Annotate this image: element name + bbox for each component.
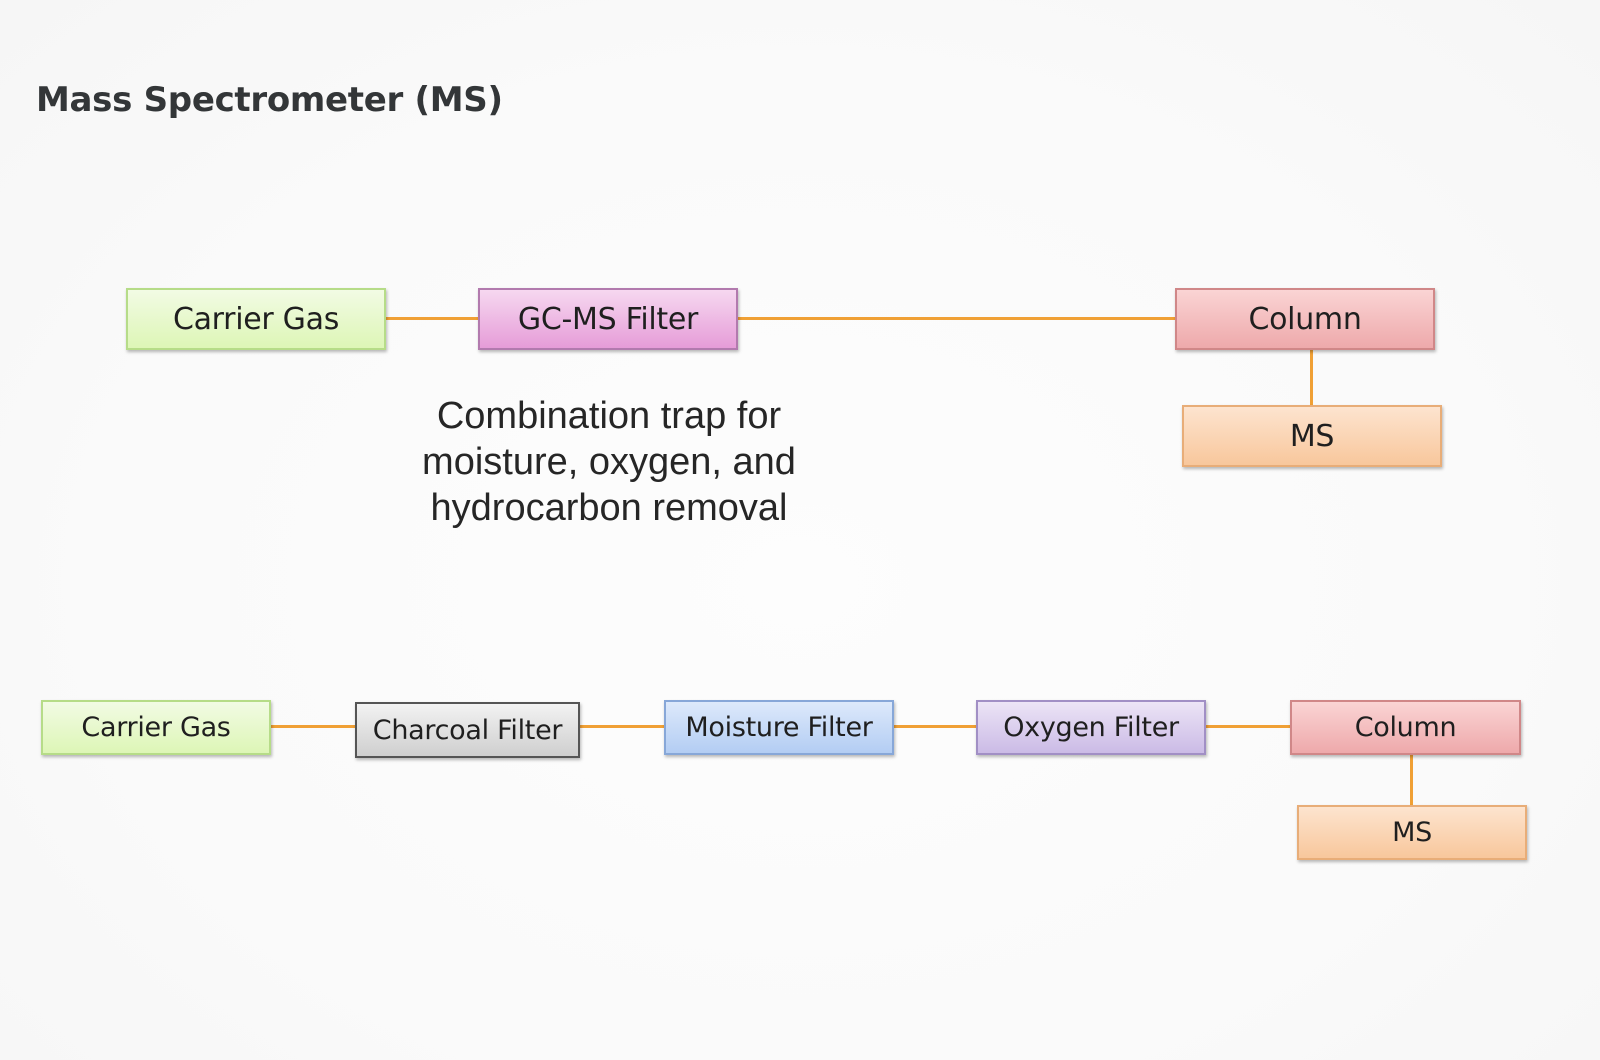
connector-gcms-filter-to-column (737, 317, 1177, 320)
connector-oxygen-to-column (1205, 725, 1291, 728)
connector-column-to-ms (1310, 348, 1313, 406)
node-ms: MS (1297, 805, 1527, 860)
node-column: Column (1175, 288, 1435, 350)
page-title: Mass Spectrometer (MS) (36, 80, 503, 120)
filter-caption: Combination trap for moisture, oxygen, a… (422, 395, 796, 529)
node-label: Column (1248, 301, 1362, 337)
connector-moisture-to-oxygen (893, 725, 977, 728)
node-label: Column (1354, 712, 1457, 743)
connector-charcoal-to-moisture (579, 725, 665, 728)
node-column: Column (1290, 700, 1521, 755)
node-label: Oxygen Filter (1003, 712, 1179, 743)
node-label: Carrier Gas (81, 712, 231, 743)
node-oxygen-filter: Oxygen Filter (976, 700, 1206, 755)
node-charcoal-filter: Charcoal Filter (355, 702, 580, 758)
connector-carrier-to-charcoal (270, 725, 356, 728)
node-gcms-filter: GC-MS Filter (478, 288, 738, 350)
node-carrier-gas: Carrier Gas (126, 288, 386, 350)
node-moisture-filter: Moisture Filter (664, 700, 894, 755)
node-label: Carrier Gas (172, 301, 340, 337)
node-label: GC-MS Filter (517, 301, 699, 337)
node-label: Moisture Filter (685, 712, 873, 743)
node-label: Charcoal Filter (372, 714, 563, 746)
node-label: MS (1289, 418, 1335, 454)
node-ms: MS (1182, 405, 1442, 467)
connector-column-to-ms (1410, 754, 1413, 806)
node-carrier-gas: Carrier Gas (41, 700, 271, 755)
connector-carrier-to-gcms-filter (386, 317, 479, 320)
node-label: MS (1392, 817, 1432, 848)
